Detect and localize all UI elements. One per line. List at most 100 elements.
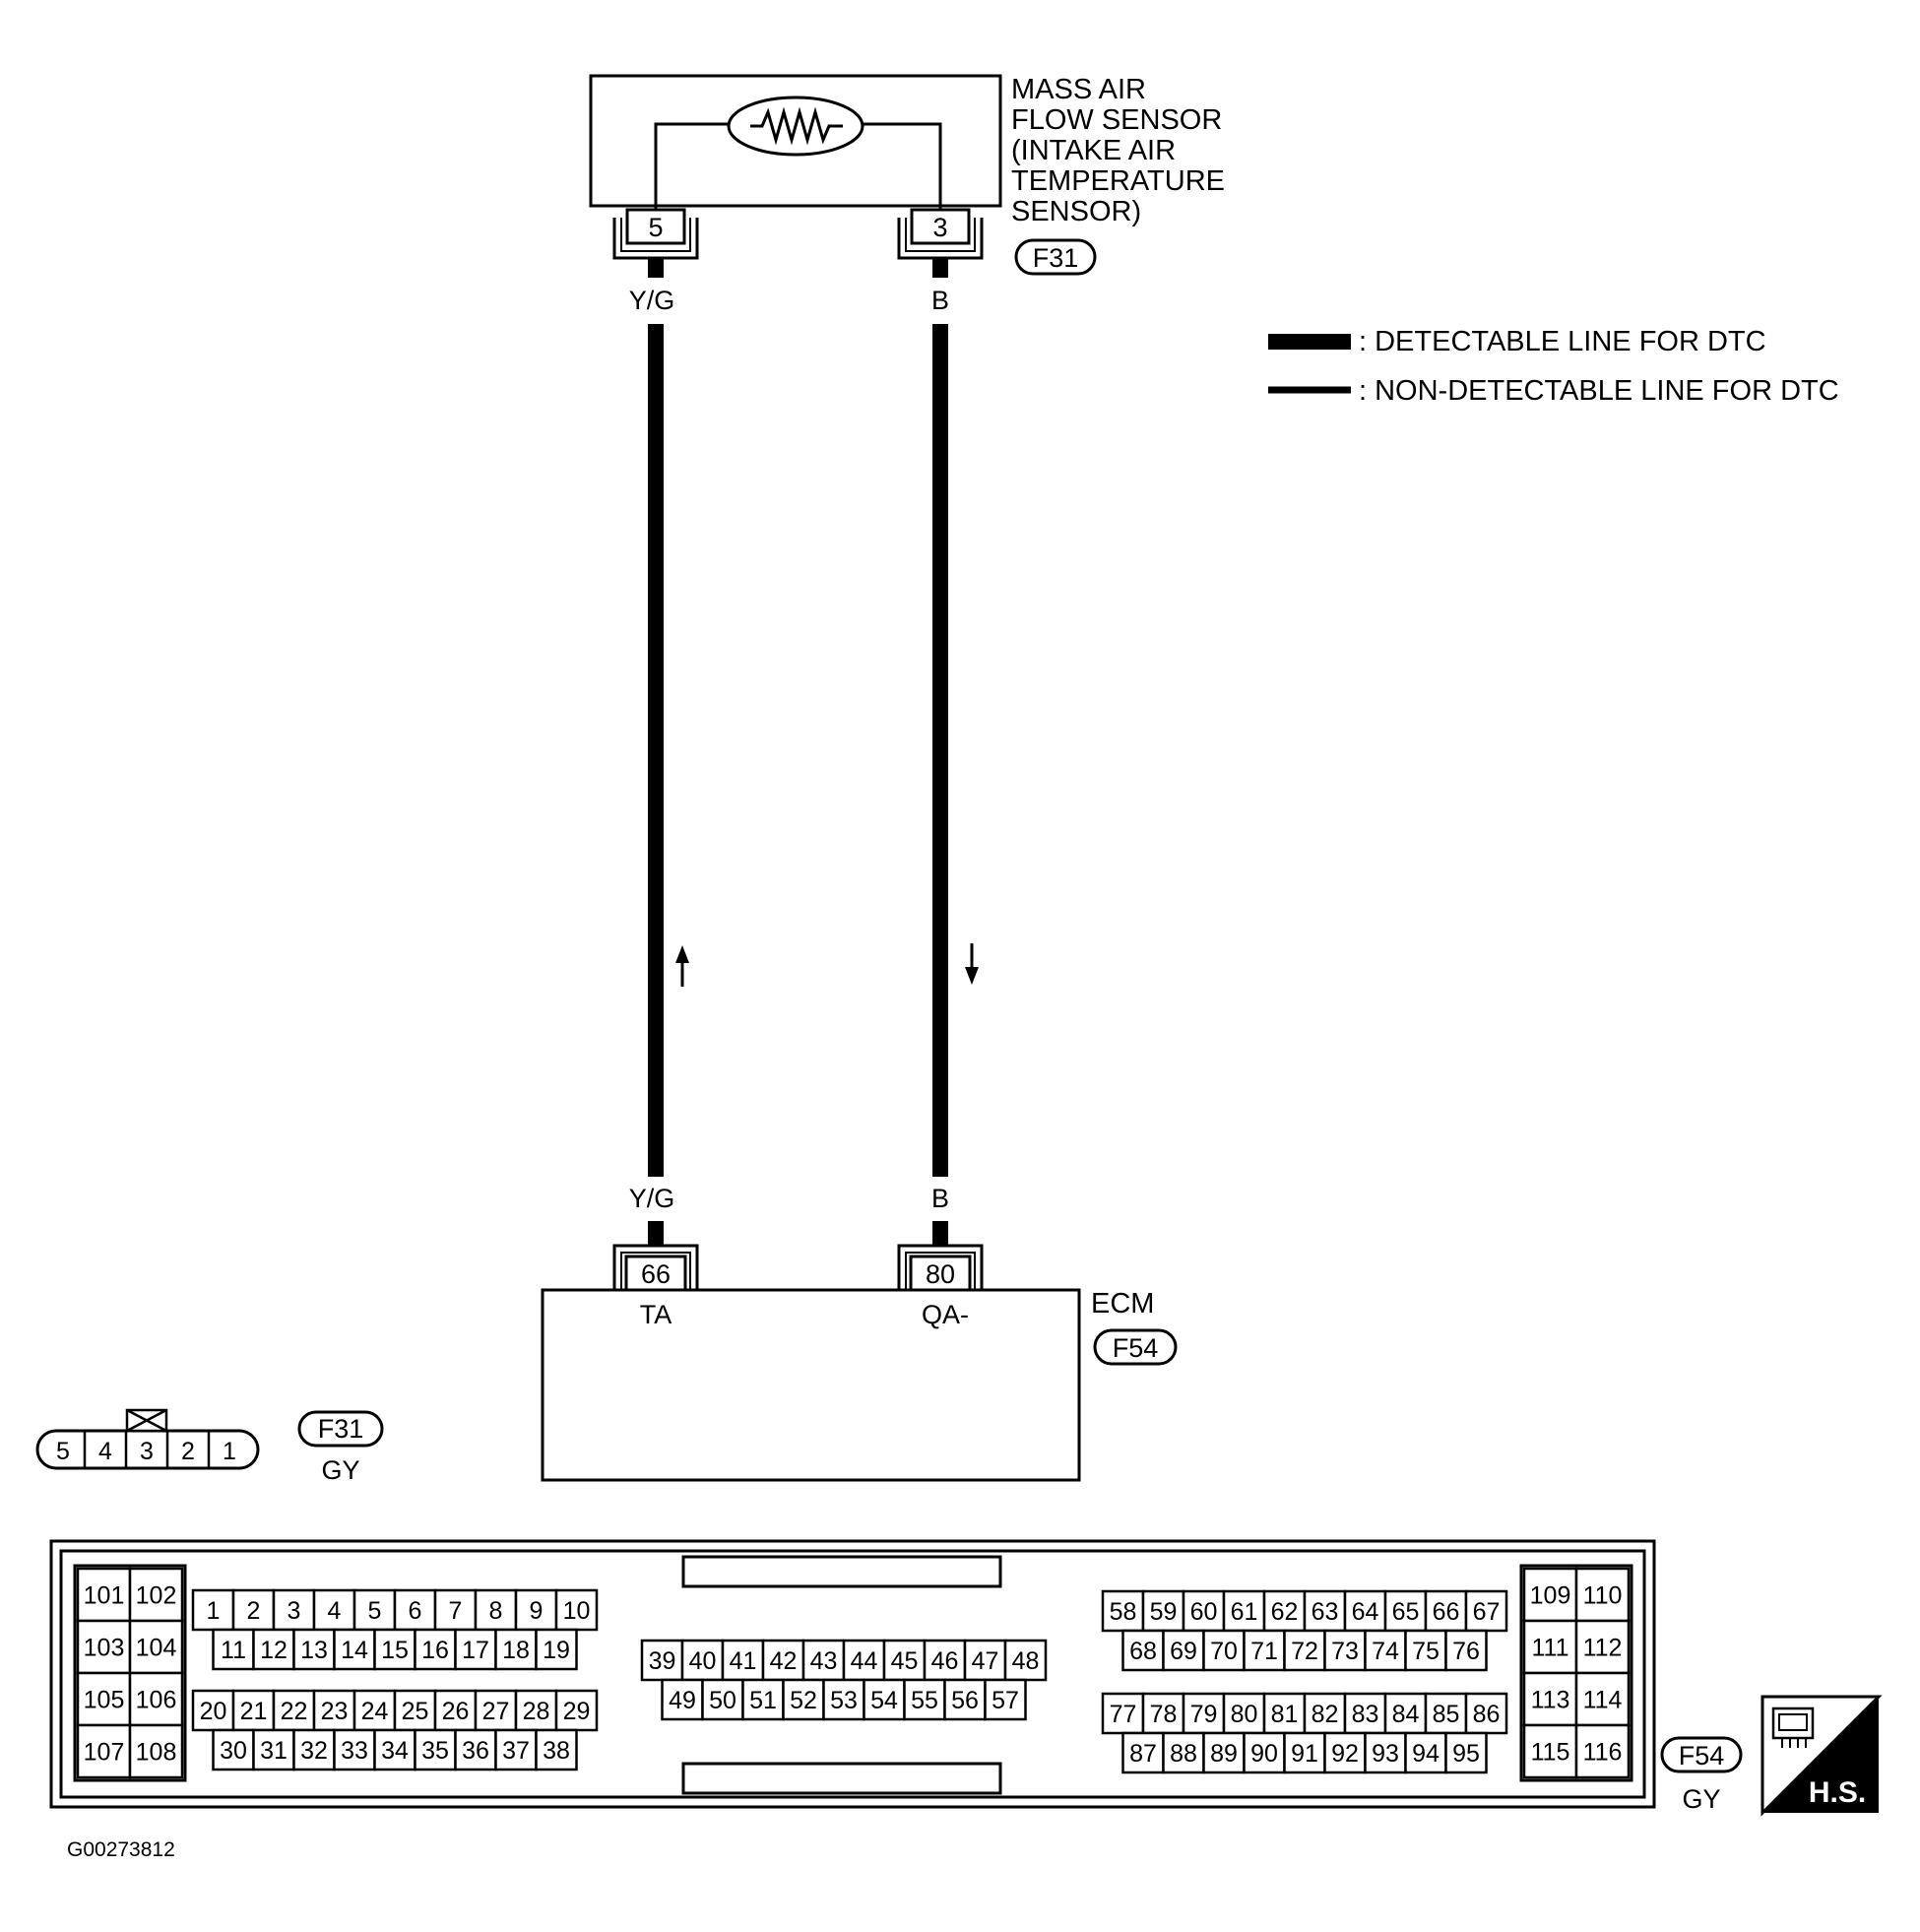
f54-pin: 70 [1202,1629,1246,1672]
f54-pin-label: 50 [709,1687,736,1714]
f54-pin: 88 [1162,1731,1205,1774]
f54-pin-label: 110 [1583,1582,1623,1610]
f54-pin-label: 107 [84,1739,125,1767]
f54-housing-inner [59,1549,1646,1799]
f54-pin-label: 104 [136,1635,177,1662]
f54-pin: 72 [1283,1629,1326,1672]
f54-pin: 49 [661,1678,704,1721]
f54-pin-label: 64 [1352,1598,1379,1626]
f54-pin-label: 111 [1531,1635,1568,1662]
wires: Y/G B Y/G B [629,258,979,1246]
f54-pin-label: 26 [442,1698,470,1725]
f54-pin: 7 [433,1588,478,1632]
f54-pin-label: 60 [1190,1598,1218,1626]
figure-id: G00273812 [67,1838,175,1861]
f54-pin: 3 [272,1588,316,1632]
f54-pin-label: 10 [563,1597,591,1625]
f54-pin: 22 [272,1689,316,1732]
f54-pin: 10 [554,1588,599,1632]
f54-pin: 20 [191,1689,235,1732]
f54-pin: 44 [842,1639,886,1682]
f54-pin-label: 87 [1129,1740,1157,1768]
f54-pin: 42 [761,1639,805,1682]
ecm-pin-right-name: QA- [922,1300,969,1329]
f54-pin-label: 55 [911,1687,938,1714]
f54-pin: 105 [76,1671,132,1727]
f54-pin-label: 102 [136,1582,177,1610]
f54-pin: 95 [1444,1731,1488,1774]
f54-pin-label: 33 [341,1737,368,1765]
f54-pin: 31 [252,1728,295,1771]
legend-non-detectable-label: : NON-DETECTABLE LINE FOR DTC [1359,375,1839,407]
f54-pin-label: 42 [770,1647,798,1675]
f54-pin: 62 [1262,1589,1307,1633]
f54-pin-label: 11 [221,1637,246,1664]
f54-pin-label: 23 [321,1698,349,1725]
f31-pin: 4 [98,1438,112,1465]
sensor-title-line-3: (INTAKE AIR [1011,135,1176,166]
f54-pin-label: 7 [449,1597,463,1625]
pin-box-right [910,208,971,245]
f54-pin: 113 [1522,1671,1578,1727]
f54-pin-label: 115 [1531,1739,1570,1767]
f54-pin: 39 [640,1639,684,1682]
f54-pin: 50 [701,1678,744,1721]
f54-pin-label: 5 [368,1597,382,1625]
ecm-shell-inner-left [620,1252,691,1290]
f54-pin-label: 17 [462,1637,489,1664]
f54-pin-label: 48 [1012,1647,1040,1675]
f31-pin: 2 [181,1438,195,1465]
harness-side-badge: H.S. [1760,1695,1883,1817]
f54-block-frame [73,1564,187,1782]
f54-pin-label: 56 [951,1687,979,1714]
sensor-title-line-4: TEMPERATURE [1011,165,1225,197]
f54-pin: 115 [1522,1723,1578,1779]
f54-pin-label: 35 [421,1737,449,1765]
f31-pin: 1 [223,1438,236,1465]
f54-pin: 84 [1383,1692,1428,1735]
f54-pin-label: 88 [1170,1740,1197,1768]
legend: : DETECTABLE LINE FOR DTC : NON-DETECTAB… [1268,326,1839,407]
f54-pin-label: 8 [489,1597,503,1625]
f54-pin: 109 [1522,1567,1578,1623]
hs-badge-black [1762,1697,1879,1813]
f54-pin-label: 40 [689,1647,717,1675]
f54-pin-label: 85 [1433,1701,1460,1728]
ecm-pin-80: 80 [897,1244,984,1292]
f54-pin-label: 22 [281,1698,308,1725]
f54-pin: 114 [1574,1671,1631,1727]
f54-pin-label: 86 [1473,1701,1501,1728]
sensor-internal-wire-left [654,122,731,228]
badge-outline [1093,1328,1178,1366]
f54-pin-label: 6 [409,1597,422,1625]
f54-color: GY [1682,1784,1720,1814]
f54-pin: 103 [76,1619,132,1675]
f54-pin-label: 109 [1530,1582,1571,1610]
f54-pin: 53 [822,1678,865,1721]
f54-pin: 18 [494,1628,538,1671]
f54-pin-label: 84 [1392,1701,1420,1728]
ecm-connector-badge: F54 [1093,1328,1178,1366]
f54-pin-label: 46 [931,1647,959,1675]
f54-pin-label: 19 [543,1637,570,1664]
ecm-pin-66: 66 [612,1244,699,1292]
f54-pin: 25 [393,1689,437,1732]
f54-pin: 37 [494,1728,538,1771]
connector-shell-inner-right [905,218,976,252]
f54-pin-label: 105 [84,1687,125,1714]
f54-pin-label: 59 [1150,1598,1178,1626]
f54-pin: 59 [1141,1589,1185,1633]
f54-pin-label: 54 [870,1687,898,1714]
f54-pin: 52 [782,1678,825,1721]
f54-pin-label: 116 [1583,1739,1623,1767]
f54-pin-label: 71 [1250,1638,1278,1665]
f54-pin-label: 82 [1312,1701,1339,1728]
f54-pin-label: 29 [563,1698,591,1725]
f54-pin-label: 13 [300,1637,328,1664]
f54-pin-label: 66 [1433,1598,1460,1626]
f54-pin-label: 24 [361,1698,389,1725]
sensor-pin-3: 3 [897,208,984,260]
wire-right-color-bottom: B [931,1184,949,1213]
f54-pin: 61 [1222,1589,1266,1633]
sensor-pin-left-label: 5 [648,213,663,242]
